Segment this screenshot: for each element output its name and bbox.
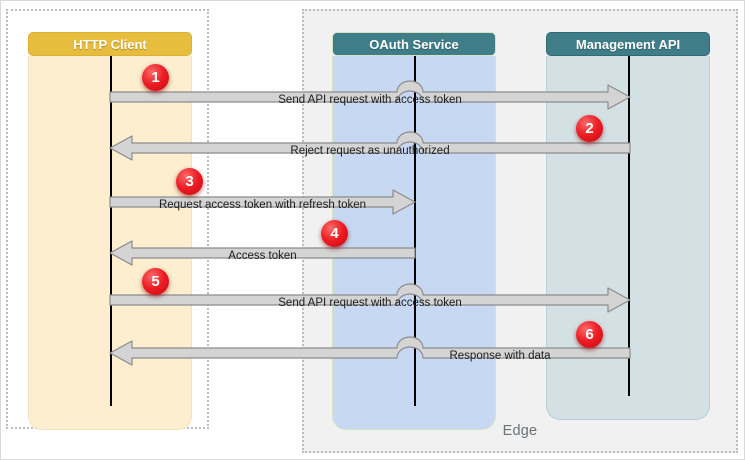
step-badge-4[interactable]: 4 bbox=[321, 220, 348, 247]
lane-management-api-header[interactable]: Management API bbox=[546, 32, 710, 56]
message-arrow-5[interactable] bbox=[109, 283, 631, 313]
message-arrow-6[interactable] bbox=[109, 336, 631, 366]
message-arrow-3[interactable] bbox=[109, 189, 416, 215]
message-arrow-2[interactable] bbox=[109, 131, 631, 161]
lifeline-management-api bbox=[628, 56, 630, 396]
step-badge-6[interactable]: 6 bbox=[576, 321, 603, 348]
step-badge-3[interactable]: 3 bbox=[176, 168, 203, 195]
step-badge-5[interactable]: 5 bbox=[142, 268, 169, 295]
lifeline-http-client bbox=[110, 56, 112, 406]
step-badge-2[interactable]: 2 bbox=[576, 115, 603, 142]
lane-oauth-service-header[interactable]: OAuth Service bbox=[332, 32, 496, 56]
lane-http-client-header[interactable]: HTTP Client bbox=[28, 32, 192, 56]
message-arrow-4[interactable] bbox=[109, 240, 416, 266]
message-arrow-1[interactable] bbox=[109, 80, 631, 110]
group-edge-label: Edge bbox=[502, 423, 538, 439]
step-badge-1[interactable]: 1 bbox=[142, 64, 169, 91]
lifeline-oauth-service bbox=[414, 56, 416, 406]
